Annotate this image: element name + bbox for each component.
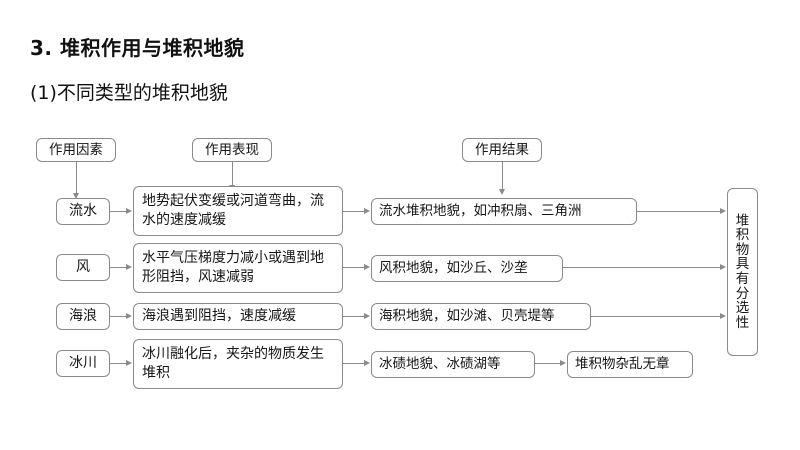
summary-char-7: 性 xyxy=(735,314,750,331)
factor-label-row-3: 海浪 xyxy=(69,308,97,325)
arrowhead-row-1-b xyxy=(364,208,370,214)
arrowhead-row-2-a xyxy=(126,264,132,270)
connector-row-4-factor-to-manifestation xyxy=(110,363,127,364)
connector-row-2-manifestation-to-result xyxy=(343,267,365,268)
factor-label-row-1: 流水 xyxy=(69,203,97,220)
column-header-manifestation-label: 作用表现 xyxy=(205,141,259,158)
result-label-row-2: 风积地貌，如沙丘、沙垄 xyxy=(379,260,528,277)
arrowhead-row-1-c xyxy=(720,208,726,214)
connector-row-4-result-to-secondary xyxy=(535,363,561,364)
summary-char-0: 堆 xyxy=(735,212,750,229)
connector-row-3-result-to-summary xyxy=(591,316,721,317)
manifestation-label-row-3: 海浪遇到阻挡，速度减缓 xyxy=(142,308,296,325)
summary-char-2: 物 xyxy=(735,241,750,258)
column-header-factor-label: 作用因素 xyxy=(49,141,103,158)
manifestation-box-row-4: 冰川融化后，夹杂的物质发生堆积 xyxy=(133,339,343,389)
manifestation-box-row-1: 地势起伏变缓或河道弯曲，流水的速度减缓 xyxy=(133,186,343,236)
connector-row-1-result-to-summary xyxy=(637,211,721,212)
result-label-row-4: 冰碛地貌、冰碛湖等 xyxy=(379,356,501,373)
connector-row-2-factor-to-manifestation xyxy=(110,267,127,268)
column-header-manifestation: 作用表现 xyxy=(192,138,272,162)
result-box-row-4: 冰碛地貌、冰碛湖等 xyxy=(371,351,535,378)
arrowhead-row-2-c xyxy=(720,264,726,270)
connector-row-4-manifestation-to-result xyxy=(343,363,365,364)
connector-row-3-manifestation-to-result xyxy=(343,316,365,317)
result-box-row-3: 海积地貌，如沙滩、贝壳堤等 xyxy=(371,303,591,330)
column-header-factor: 作用因素 xyxy=(36,138,116,162)
factor-label-row-2: 风 xyxy=(76,259,90,276)
result-secondary-label-row-4: 堆积物杂乱无章 xyxy=(575,356,670,373)
result-secondary-box-row-4: 堆积物杂乱无章 xyxy=(567,351,693,378)
connector-row-3-factor-to-manifestation xyxy=(110,316,127,317)
page-title: 3. 堆积作用与堆积地貌 xyxy=(30,36,245,60)
connector-manifestation-header xyxy=(232,162,233,186)
manifestation-label-row-1: 地势起伏变缓或河道弯曲，流水的速度减缓 xyxy=(142,193,324,228)
column-header-result: 作用结果 xyxy=(462,138,542,162)
summary-box: 堆 积 物 具 有 分 选 性 xyxy=(727,188,758,356)
connector-result-header xyxy=(502,162,503,190)
arrowhead-factor-header xyxy=(72,193,79,199)
result-box-row-2: 风积地貌，如沙丘、沙垄 xyxy=(371,255,563,282)
manifestation-label-row-4: 冰川融化后，夹杂的物质发生堆积 xyxy=(142,346,324,381)
summary-char-5: 分 xyxy=(735,285,750,302)
arrowhead-row-3-b xyxy=(364,313,370,319)
arrowhead-row-4-b xyxy=(364,360,370,366)
arrowhead-row-4-c xyxy=(560,360,566,366)
result-box-row-1: 流水堆积地貌，如冲积扇、三角洲 xyxy=(371,198,637,225)
summary-char-1: 积 xyxy=(735,227,750,244)
arrowhead-row-3-c xyxy=(720,313,726,319)
connector-row-2-result-to-summary xyxy=(563,267,721,268)
summary-char-6: 选 xyxy=(735,300,750,317)
manifestation-box-row-3: 海浪遇到阻挡，速度减缓 xyxy=(133,303,343,330)
arrowhead-row-2-b xyxy=(364,264,370,270)
connector-row-1-manifestation-to-result xyxy=(343,211,365,212)
factor-box-row-1: 流水 xyxy=(56,198,110,225)
arrowhead-row-3-a xyxy=(126,313,132,319)
connector-row-1-factor-to-manifestation xyxy=(110,211,127,212)
connector-factor-header xyxy=(76,162,77,194)
page-subtitle: (1)不同类型的堆积地貌 xyxy=(30,82,228,104)
result-label-row-1: 流水堆积地貌，如冲积扇、三角洲 xyxy=(379,203,582,220)
manifestation-label-row-2: 水平气压梯度力减小或遇到地形阻挡，风速减弱 xyxy=(142,250,324,285)
arrowhead-row-4-a xyxy=(126,360,132,366)
factor-box-row-2: 风 xyxy=(56,254,110,281)
result-label-row-3: 海积地貌，如沙滩、贝壳堤等 xyxy=(379,308,555,325)
manifestation-box-row-2: 水平气压梯度力减小或遇到地形阻挡，风速减弱 xyxy=(133,243,343,293)
arrowhead-row-1-a xyxy=(126,208,132,214)
factor-box-row-3: 海浪 xyxy=(56,303,110,330)
column-header-result-label: 作用结果 xyxy=(475,141,529,158)
summary-char-3: 具 xyxy=(735,256,750,273)
factor-box-row-4: 冰川 xyxy=(56,350,110,377)
arrowhead-result-header xyxy=(498,189,505,195)
factor-label-row-4: 冰川 xyxy=(69,355,97,372)
summary-char-4: 有 xyxy=(735,271,750,287)
